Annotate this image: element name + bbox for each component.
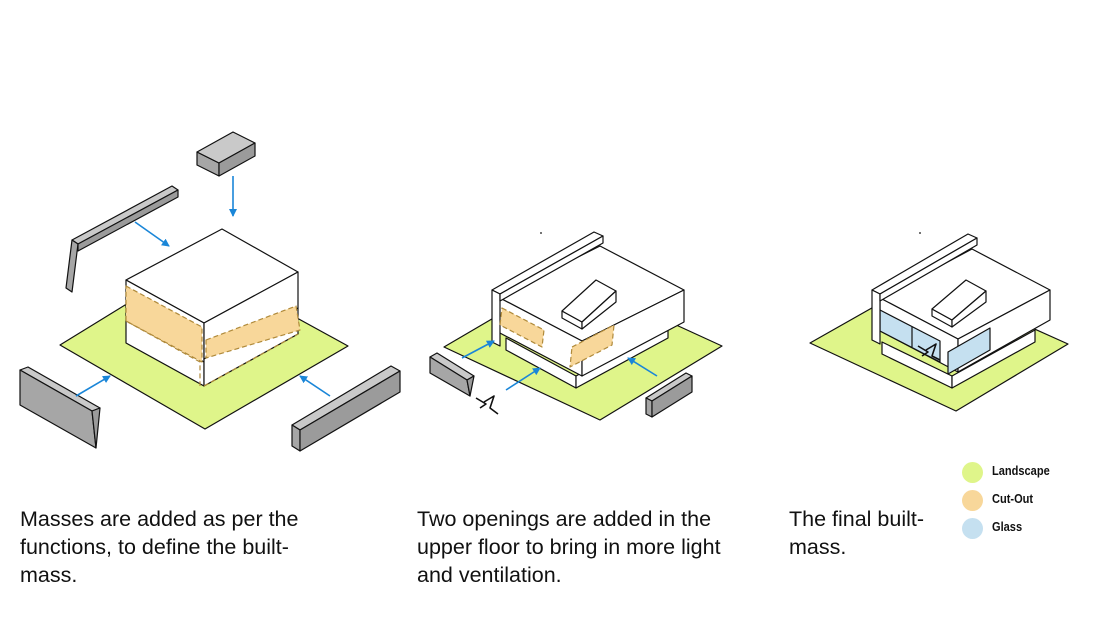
plant-figure — [917, 343, 941, 361]
glass-right — [947, 327, 991, 375]
cut-out-swatch — [962, 490, 983, 511]
caption-line: Masses are added as per the — [20, 507, 299, 531]
ground-floor-right-face — [951, 329, 1036, 389]
caption-line: The final built- — [789, 507, 925, 531]
cut-out-left — [125, 285, 203, 363]
caption-line: and ventilation. — [417, 563, 562, 587]
cut-out-left — [499, 307, 545, 348]
caption-line: Two openings are added in the — [417, 507, 712, 531]
arrow-diag-right — [134, 221, 170, 247]
slab-right-face — [645, 397, 653, 418]
caption-line: mass. — [20, 563, 78, 587]
arrow-left-up — [461, 340, 495, 359]
arrow-up-left — [299, 375, 331, 397]
step2-diagram — [429, 231, 723, 421]
step2-caption: Two openings are added in the upper floo… — [417, 505, 721, 589]
slab-left-face — [19, 369, 97, 449]
slab-left-end — [466, 375, 475, 397]
l-wall-side — [879, 237, 978, 302]
cut-out-dash-line-2 — [203, 333, 299, 387]
step1-diagram — [19, 131, 401, 452]
legend-label: Glass — [992, 519, 1023, 534]
slab-right-face — [291, 424, 301, 452]
plant-figure — [475, 395, 499, 415]
upper-floor-right-face — [581, 289, 685, 377]
arrow-up-right — [75, 375, 111, 397]
caption-line: mass. — [789, 535, 847, 559]
dot-mark — [919, 232, 921, 234]
l-wall-front — [491, 289, 501, 347]
cut-out-right — [569, 324, 615, 368]
caption-line: functions, to define the built- — [20, 535, 289, 559]
step3-diagram — [809, 233, 1069, 412]
step1-arrows — [75, 176, 331, 397]
l-wall-front — [65, 239, 79, 293]
legend-label: Cut-Out — [992, 491, 1034, 506]
caption-line: upper floor to bring in more light — [417, 535, 721, 559]
cut-out-dash-line — [125, 320, 201, 386]
step1-caption: Masses are added as per the functions, t… — [20, 505, 298, 589]
step2-arrows — [461, 340, 658, 391]
cut-out-right — [205, 305, 301, 359]
l-wall-side — [77, 189, 179, 252]
slab-right-side — [651, 375, 693, 418]
l-wall-top — [71, 185, 179, 245]
roof-wedge-end — [218, 142, 256, 177]
arrow-bottom-up — [505, 367, 541, 391]
glass-swatch — [962, 518, 983, 539]
l-wall-front — [871, 289, 881, 345]
dot-mark — [540, 232, 542, 234]
slab-right-side — [299, 370, 401, 452]
roof-wedge-end — [951, 290, 987, 328]
slab-left-end — [91, 407, 101, 449]
legend-label: Landscape — [992, 463, 1050, 478]
arrow-right-up — [627, 357, 658, 377]
l-wall-side — [499, 235, 604, 302]
landscape-swatch — [962, 462, 983, 483]
roof-wedge-end — [581, 290, 617, 330]
step3-caption: The final built- mass. — [789, 505, 924, 561]
